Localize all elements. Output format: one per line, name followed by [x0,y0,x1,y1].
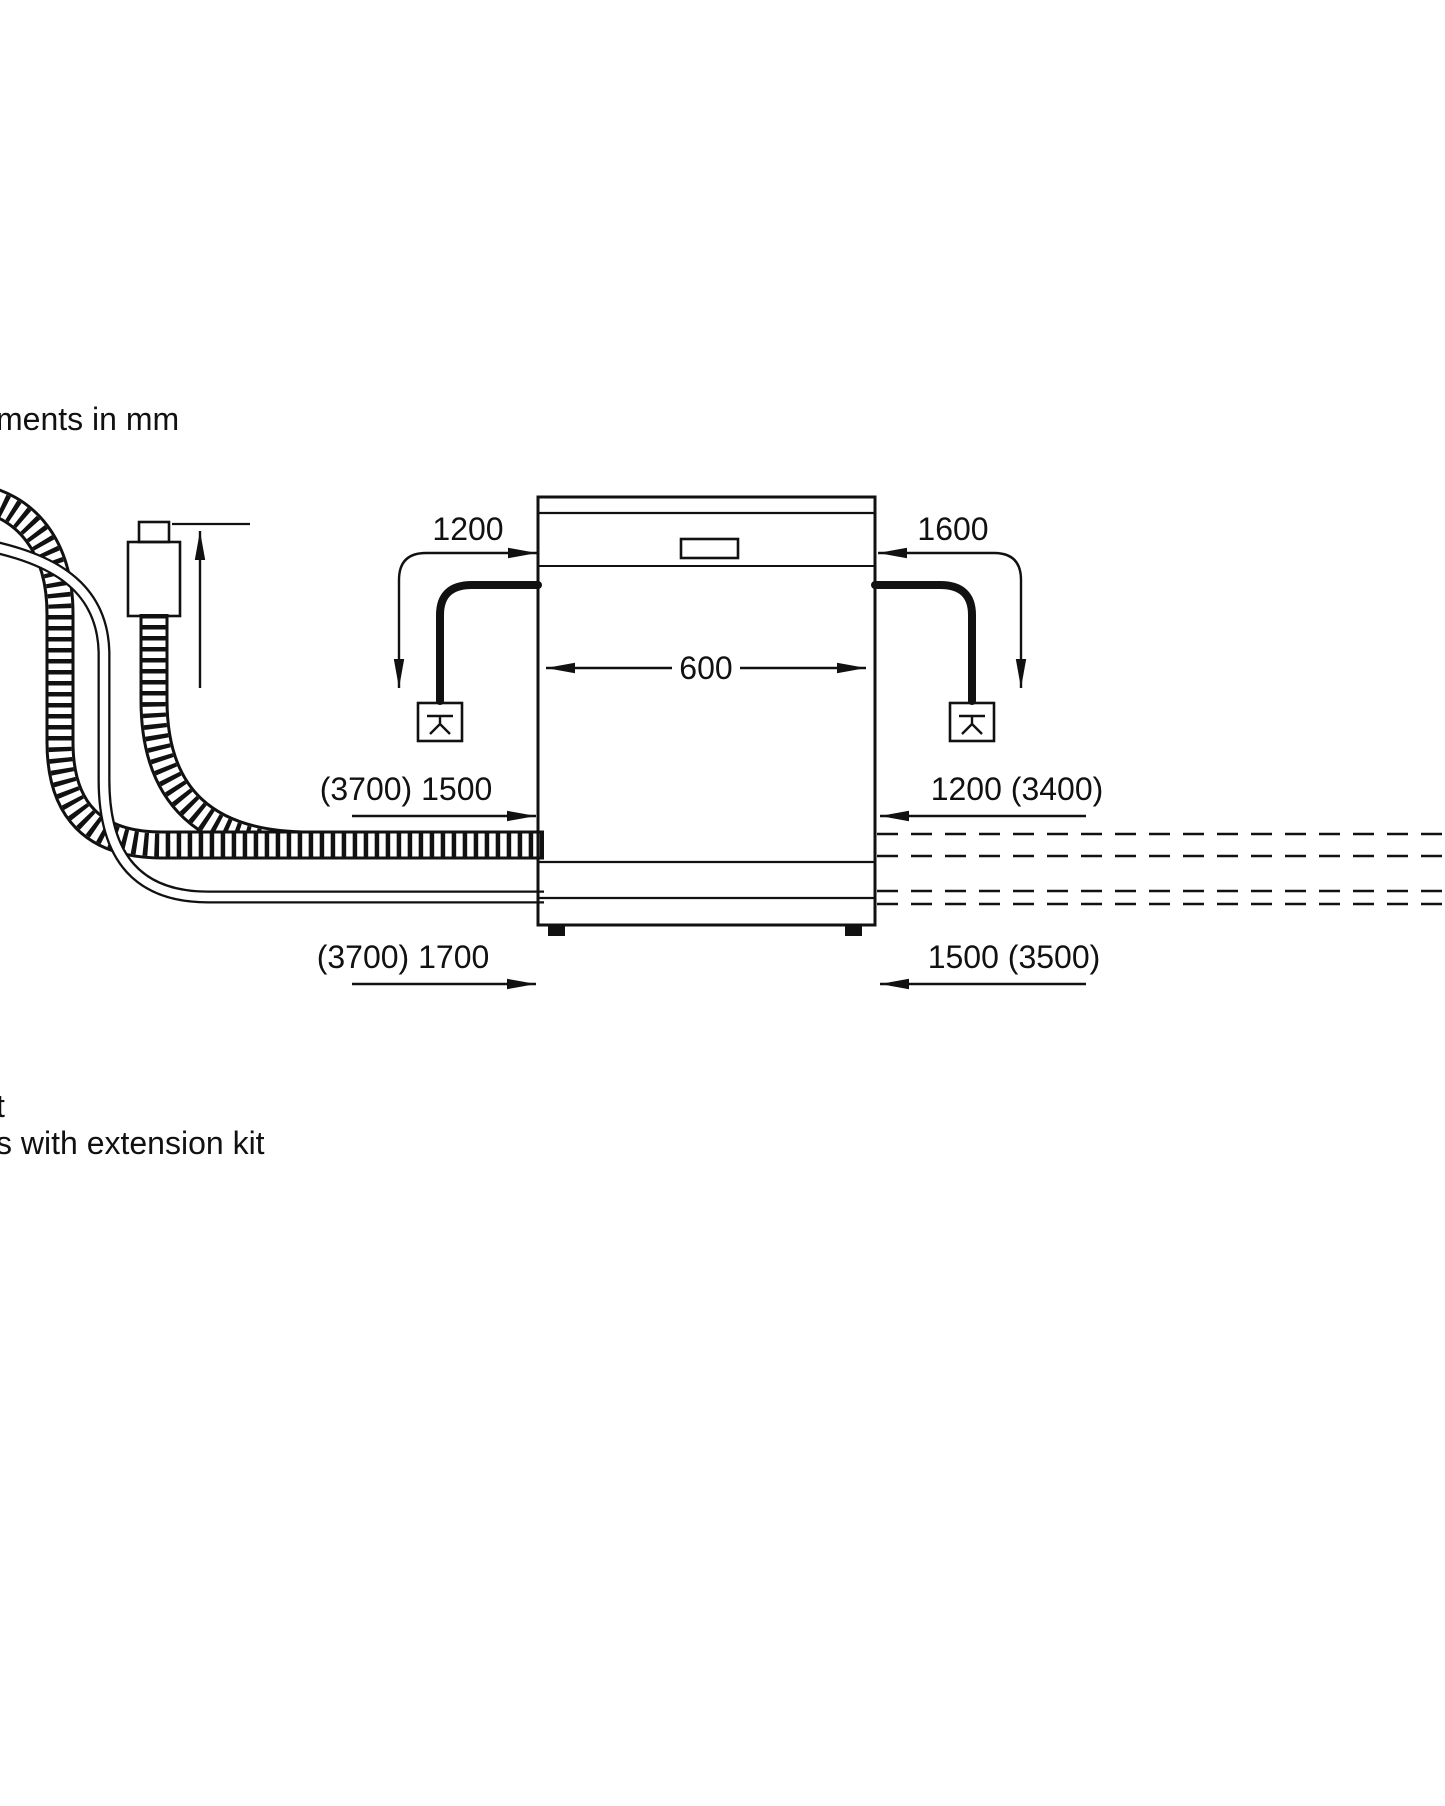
width-dimension: 600 [546,648,866,686]
door-handle [679,537,740,560]
tap-connector [126,520,182,618]
dishwasher-front [536,495,877,936]
footnote-line-2: s with extension kit [0,1125,265,1161]
connector-height-dimension [172,522,250,688]
supply-hose-connector-run [139,614,311,860]
power-cord-left [436,581,542,705]
hose-bottom-left-label: (3700) 1700 [317,939,490,975]
cord-right-leader [878,547,1027,688]
units-note: ments in mm [0,401,179,437]
power-socket-left-icon [416,701,464,743]
footnote-line-1: t [0,1088,5,1124]
cord-right-label: 1600 [917,511,988,547]
appliance-foot-right [845,925,862,936]
hose-top-right-label: 1200 (3400) [931,771,1104,807]
cord-left-label: 1200 [432,511,503,547]
hose-extension-dashed-lines [877,832,1445,906]
width-dimension-label: 600 [679,650,732,686]
supply-tube [0,541,544,904]
hose-top-left-label: (3700) 1500 [320,771,493,807]
power-cord-right [871,581,976,705]
power-socket-right-icon [948,701,996,743]
cord-left-leader [393,547,537,688]
hose-bottom-right-label: 1500 (3500) [928,939,1101,975]
appliance-foot-left [548,925,565,936]
